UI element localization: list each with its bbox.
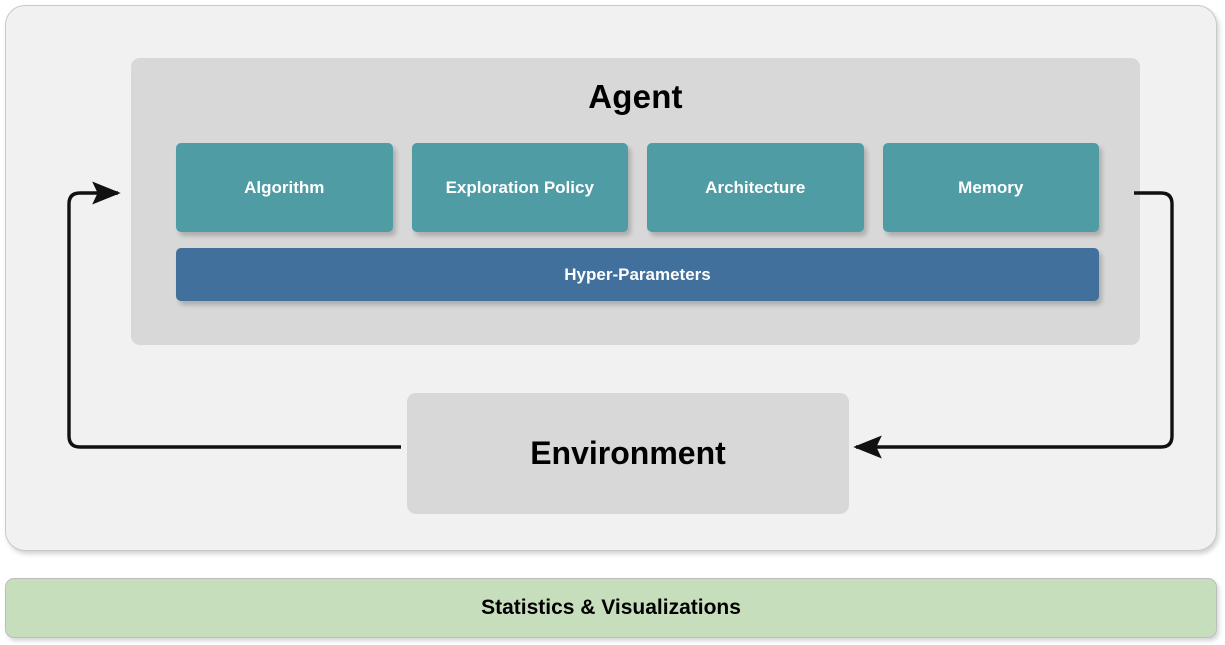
environment-box[interactable]: Environment [407, 393, 849, 514]
component-box-exploration-policy[interactable]: Exploration Policy [411, 143, 628, 232]
component-box-architecture[interactable]: Architecture [647, 143, 864, 232]
agent-panel: Agent Algorithm Exploration Policy Archi… [131, 58, 1140, 345]
hyper-parameters-bar[interactable]: Hyper-Parameters [176, 248, 1099, 301]
statistics-visualizations-bar[interactable]: Statistics & Visualizations [5, 578, 1217, 638]
agent-title: Agent [588, 78, 683, 115]
component-box-algorithm[interactable]: Algorithm [176, 143, 393, 232]
framework-panel: Agent Algorithm Exploration Policy Archi… [5, 5, 1217, 551]
component-box-memory[interactable]: Memory [882, 143, 1099, 232]
agent-component-row: Algorithm Exploration Policy Architectur… [176, 143, 1099, 232]
